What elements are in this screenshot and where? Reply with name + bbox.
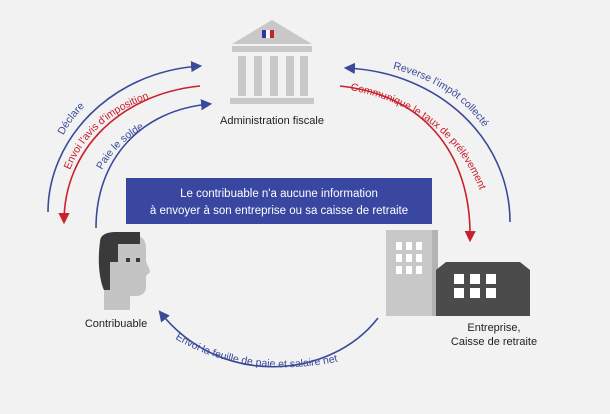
info-line-1: Le contribuable n'a aucune information: [180, 188, 378, 200]
person-head-icon: [98, 232, 150, 310]
node-entreprise-line2: Caisse de retraite: [451, 336, 537, 348]
node-administration: Administration fiscale: [220, 115, 324, 127]
french-flag-icon: [262, 30, 274, 38]
office-buildings-icon: [386, 230, 530, 316]
arc-declare: [47, 61, 203, 213]
arc-communique-taux: [339, 85, 476, 243]
arc-envoi-feuille: [158, 310, 379, 368]
node-entreprise-line1: Entreprise,: [467, 322, 520, 334]
label-declare: Déclare: [55, 100, 87, 137]
arc-reverse-impot: [343, 62, 511, 223]
arc-envoi-avis: [58, 85, 201, 225]
info-line-2: à envoyer à son entreprise ou sa caisse …: [150, 205, 408, 217]
node-contribuable: Contribuable: [85, 318, 147, 330]
label-reverse-impot: Reverse l'impôt collecté: [392, 60, 491, 129]
government-building-icon: [230, 20, 314, 104]
info-box: Le contribuable n'a aucune information à…: [126, 178, 432, 224]
label-envoi-feuille: Envoi la feuille de paie et salaire net: [173, 331, 338, 370]
arc-paie-solde: [95, 99, 213, 229]
